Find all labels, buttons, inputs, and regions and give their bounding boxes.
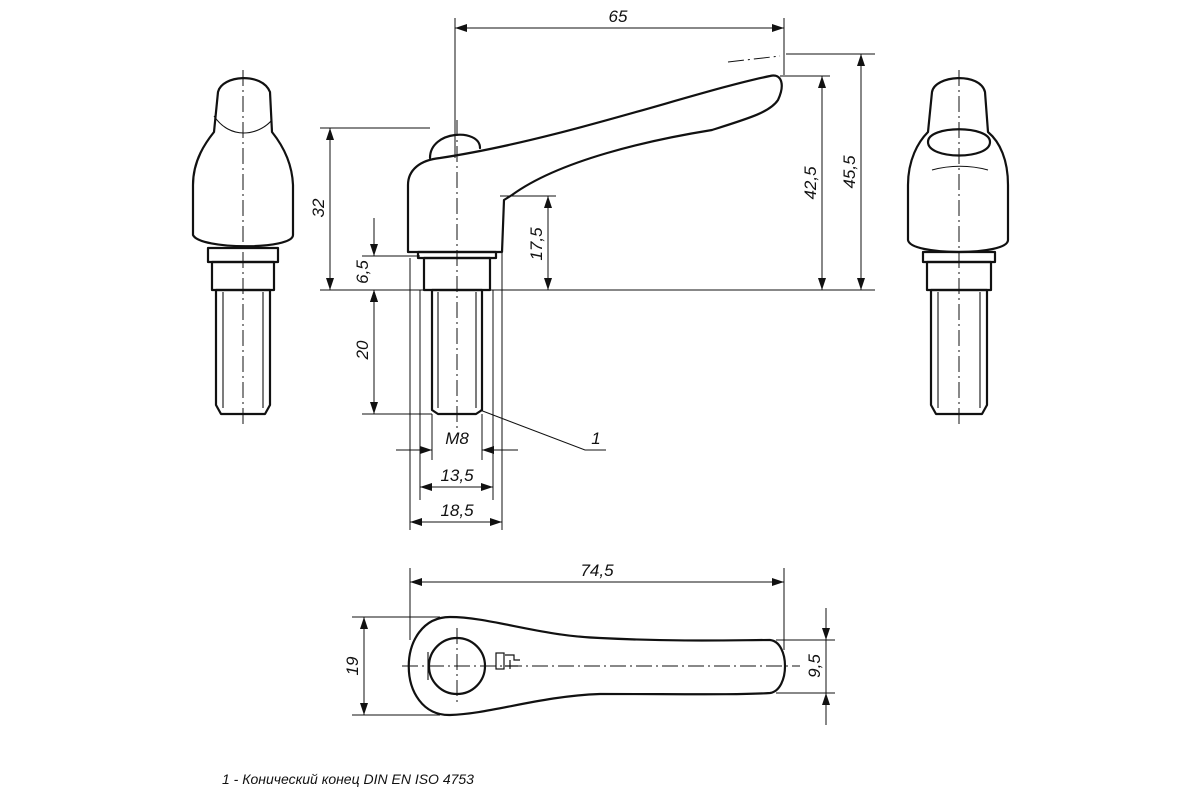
- left-side-view: [191, 70, 295, 428]
- dim-height-top: 42,5: [801, 166, 820, 200]
- dim-thread: M8: [445, 429, 469, 448]
- dim-thread-length: 20: [353, 340, 372, 360]
- footnote: 1 - Конический конец DIN EN ISO 4753: [222, 771, 474, 787]
- dim-width-13-5: 13,5: [440, 466, 474, 485]
- brand-logo: [495, 652, 520, 670]
- callout-1: 1: [591, 429, 600, 448]
- plan-view: [402, 615, 800, 717]
- dim-total-height: 45,5: [840, 155, 859, 189]
- dim-plan-width: 19: [343, 656, 362, 675]
- dim-height-6-5: 6,5: [353, 260, 372, 284]
- dimension-labels: 65 45,5 42,5 32 17,5 6,5 20 M8 13,5 18,5…: [309, 7, 859, 678]
- dim-overall-length: 65: [609, 7, 628, 26]
- dim-height-32: 32: [309, 198, 328, 217]
- right-side-view: [906, 70, 1010, 428]
- dim-plan-length: 74,5: [580, 561, 614, 580]
- front-view: [406, 55, 783, 430]
- dim-width-18-5: 18,5: [440, 501, 474, 520]
- dim-height-17-5: 17,5: [527, 227, 546, 261]
- dim-tip-width: 9,5: [805, 654, 824, 678]
- dimension-lines: [320, 18, 875, 725]
